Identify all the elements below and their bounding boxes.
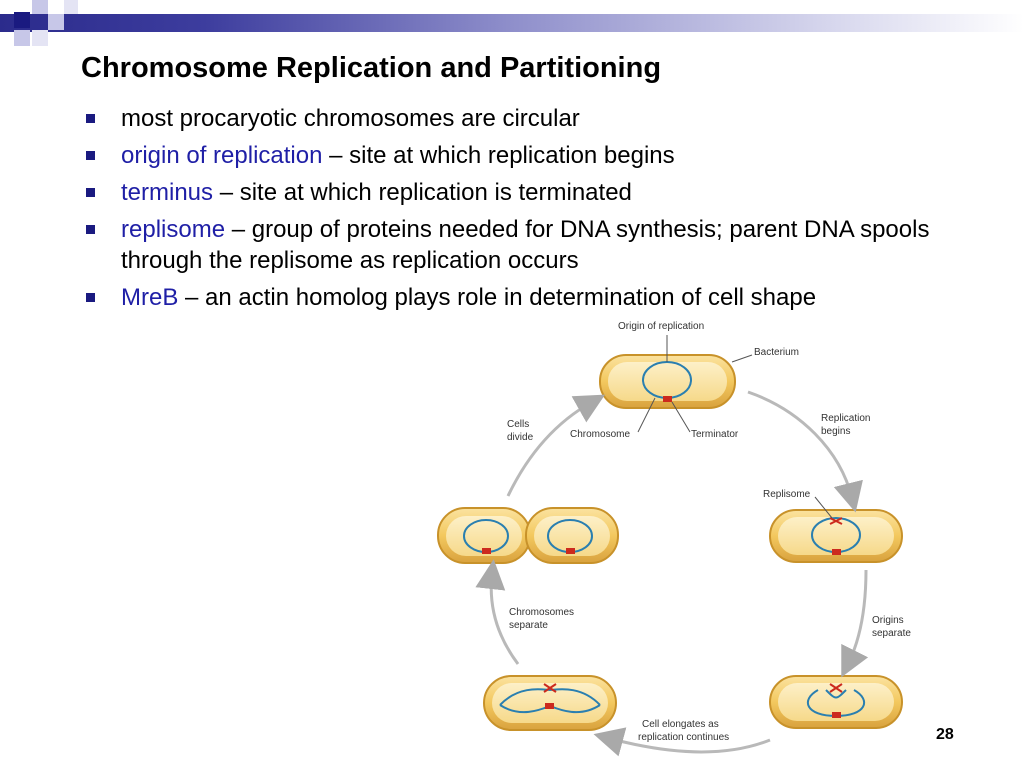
bullet-term: origin of replication: [121, 142, 323, 169]
terminus-mark: [663, 396, 672, 402]
decor-square: [32, 0, 48, 14]
bullet-term: terminus: [121, 179, 214, 206]
bullet-list: most procaryotic chromosomes are circula…: [82, 103, 982, 319]
cycle-arrows: [475, 390, 869, 757]
bullet-text: – group of proteins needed for DNA synth…: [121, 216, 930, 274]
square-bullet-icon: [86, 225, 95, 234]
label-cells-divide: divide: [507, 432, 534, 443]
bullet-item: most procaryotic chromosomes are circula…: [82, 103, 982, 134]
cell-origins-separate: [769, 675, 903, 729]
cell-dividing: [437, 507, 619, 564]
bullet-item: origin of replication – site at which re…: [82, 140, 982, 171]
cell-chromosomes-separate: [483, 675, 617, 731]
bullet-item: terminus – site at which replication is …: [82, 177, 982, 208]
square-bullet-icon: [86, 188, 95, 197]
bullet-text: – site at which replication begins: [322, 142, 675, 169]
label-chromosome: Chromosome: [570, 429, 630, 440]
label-bacterium: Bacterium: [754, 347, 799, 358]
label-terminator: Terminator: [691, 429, 739, 440]
bullet-term: replisome: [121, 216, 226, 243]
label-origins-separate: separate: [872, 628, 911, 639]
label-origin: Origin of replication: [618, 321, 704, 332]
header-gradient-bar: [0, 14, 1024, 32]
square-bullet-icon: [86, 293, 95, 302]
bullet-term: MreB: [121, 284, 179, 311]
decor-square: [14, 12, 30, 28]
label-cell-elongates: Cell elongates as: [642, 719, 719, 730]
decor-square: [14, 30, 30, 46]
bullet-text: most procaryotic chromosomes are circula…: [121, 105, 580, 132]
bullet-item: replisome – group of proteins needed for…: [82, 214, 982, 276]
bullet-item: MreB – an actin homolog plays role in de…: [82, 282, 982, 313]
decor-square: [32, 30, 48, 46]
label-cells-divide: Cells: [507, 419, 529, 430]
label-origins-separate: Origins: [872, 615, 904, 626]
cell-top: [599, 335, 753, 433]
decor-square: [64, 0, 78, 14]
decor-square: [48, 14, 64, 30]
label-chromosomes-separate: Chromosomes: [509, 607, 574, 618]
slide-title: Chromosome Replication and Partitioning: [81, 52, 662, 84]
label-replisome: Replisome: [763, 489, 811, 500]
label-chromosomes-separate: separate: [509, 620, 548, 631]
bullet-text: – site at which replication is terminate…: [213, 179, 632, 206]
label-replication-begins: begins: [821, 426, 850, 437]
cell-replication-begins: [769, 496, 903, 563]
label-replication-begins: Replication: [821, 413, 870, 424]
page-number: 28: [936, 726, 954, 743]
square-bullet-icon: [86, 114, 95, 123]
square-bullet-icon: [86, 151, 95, 160]
label-cell-elongates: replication continues: [638, 732, 729, 743]
bullet-text: – an actin homolog plays role in determi…: [178, 284, 817, 311]
